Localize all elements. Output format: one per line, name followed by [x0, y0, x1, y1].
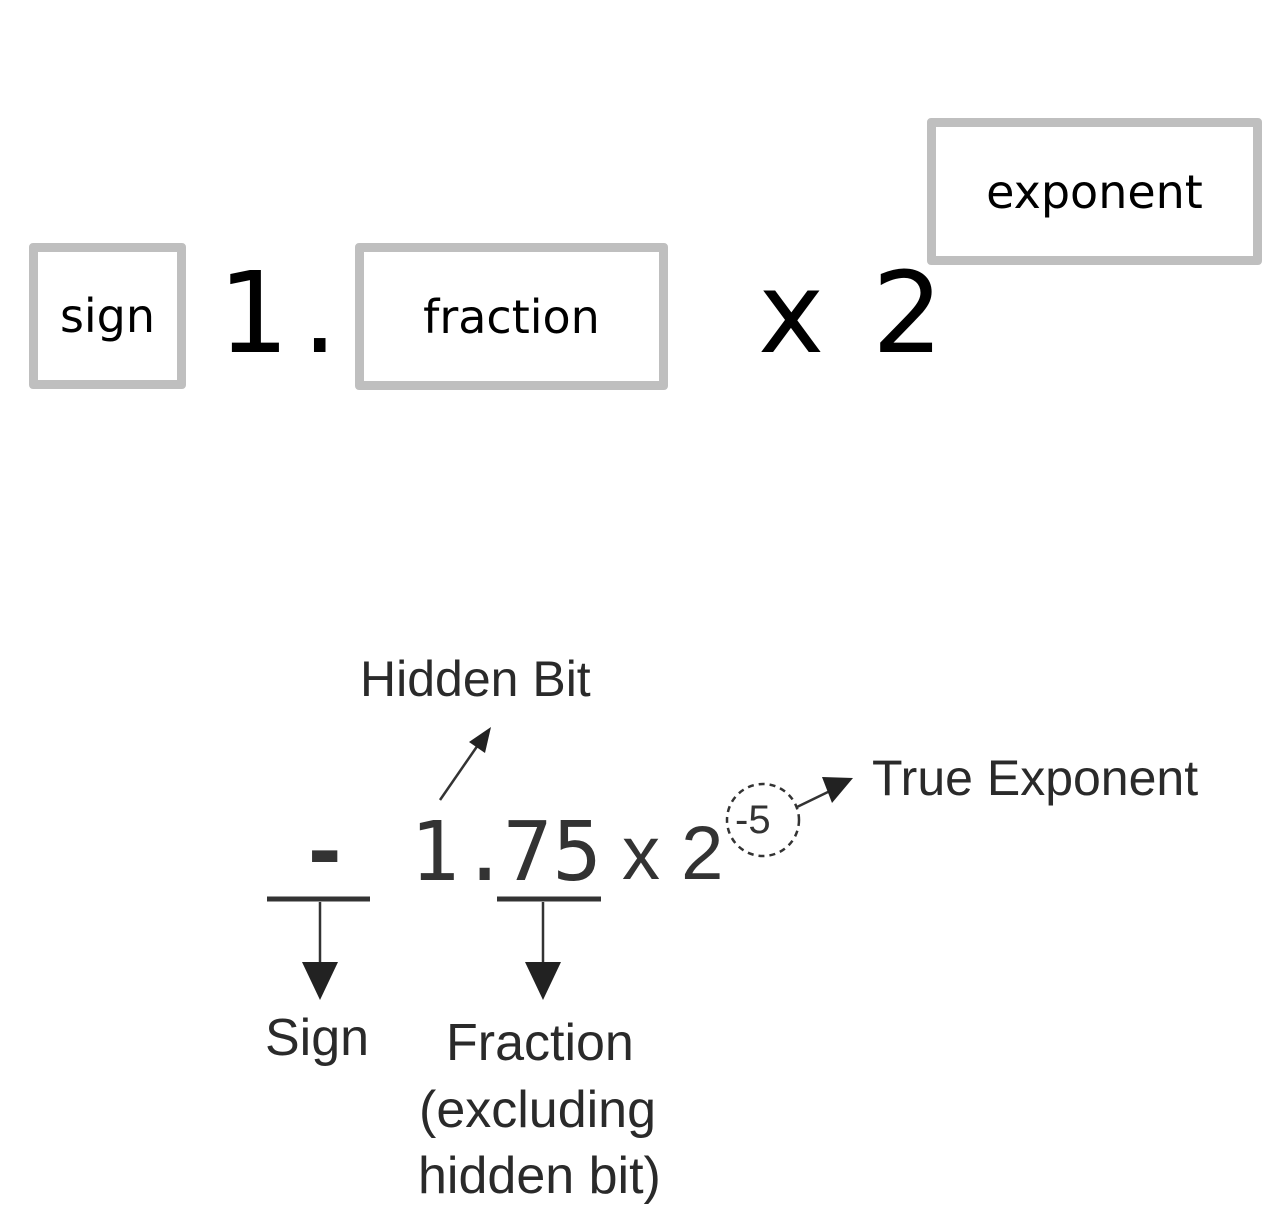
hidden-bit-arrow-head [469, 727, 491, 753]
base-two: 2 [872, 249, 944, 379]
times-sign: x [758, 249, 825, 379]
example-fraction: 75 [503, 805, 602, 900]
sign-label: Sign [265, 1009, 370, 1067]
true-exponent-arrow-shaft [796, 789, 831, 809]
hidden-bit-arrow-shaft [438, 744, 480, 801]
exponent-box-label: exponent [986, 164, 1203, 219]
example-point: . [460, 805, 510, 900]
fraction-label-line3: hidden bit) [418, 1147, 661, 1205]
hidden-bit-label: Hidden Bit [360, 651, 591, 707]
hidden-one: 1 [218, 249, 290, 379]
example-times-base: x 2 [622, 811, 724, 896]
true-exponent-label: True Exponent [872, 750, 1199, 806]
sign-box-label: sign [59, 289, 156, 343]
sign-box: sign [29, 243, 186, 389]
fraction-box-label: fraction [423, 289, 600, 344]
sign-arrow-head [302, 962, 338, 1000]
fraction-arrow-head [525, 962, 561, 1000]
true-exponent-arrow-head [822, 777, 853, 803]
example-exponent: -5 [735, 798, 771, 842]
example-sign: - [300, 805, 350, 900]
radix-point: . [302, 249, 338, 379]
exponent-box: exponent [927, 118, 1262, 265]
fraction-label-line2: (excluding [419, 1081, 657, 1139]
fraction-label-line1: Fraction [446, 1014, 634, 1072]
example-integer: 1 [410, 805, 460, 900]
fraction-box: fraction [355, 243, 668, 390]
exponent-dashed-circle [725, 782, 801, 858]
